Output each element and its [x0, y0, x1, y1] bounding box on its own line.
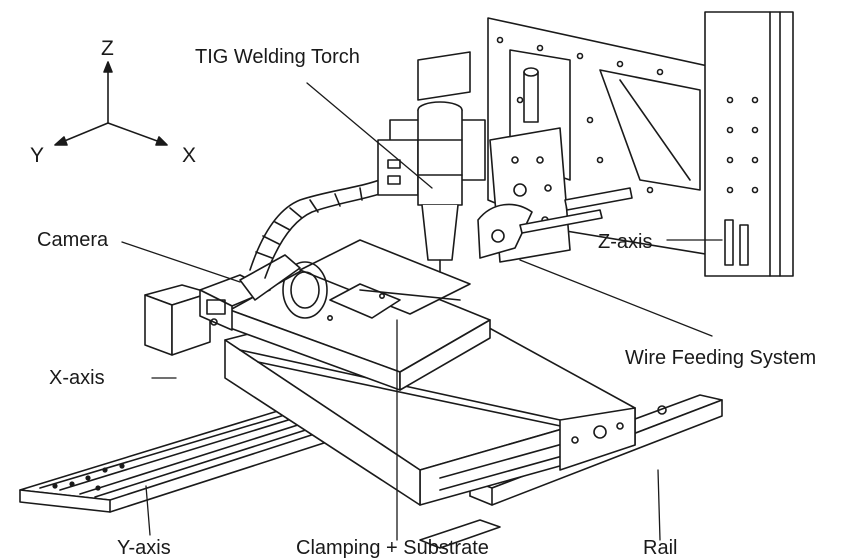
wire-feeding-system-label: Wire Feeding System	[625, 347, 817, 369]
y-direction-label: Y	[30, 144, 45, 167]
y-axis-label: Y-axis	[117, 537, 171, 559]
cable-chain-drawing	[249, 177, 393, 279]
camera-label: Camera	[37, 229, 109, 251]
leader-lines	[121, 82, 723, 541]
clamping-substrate-label: Clamping + Substrate	[296, 537, 489, 559]
clamping-substrate-drawing	[229, 239, 491, 391]
z-direction-label: Z	[101, 37, 114, 60]
x-direction-label: X	[182, 144, 197, 167]
z-axis-label: Z-axis	[598, 231, 653, 253]
tig-torch-drawing	[377, 101, 486, 273]
x-axis-label: X-axis	[49, 367, 105, 389]
wire-feeder-drawing	[477, 67, 633, 263]
motor-camera-drawing	[144, 254, 328, 356]
rail-label: Rail	[643, 537, 678, 559]
tig-welding-torch-label: TIG Welding Torch	[195, 46, 360, 68]
coordinate-triad	[54, 61, 168, 146]
